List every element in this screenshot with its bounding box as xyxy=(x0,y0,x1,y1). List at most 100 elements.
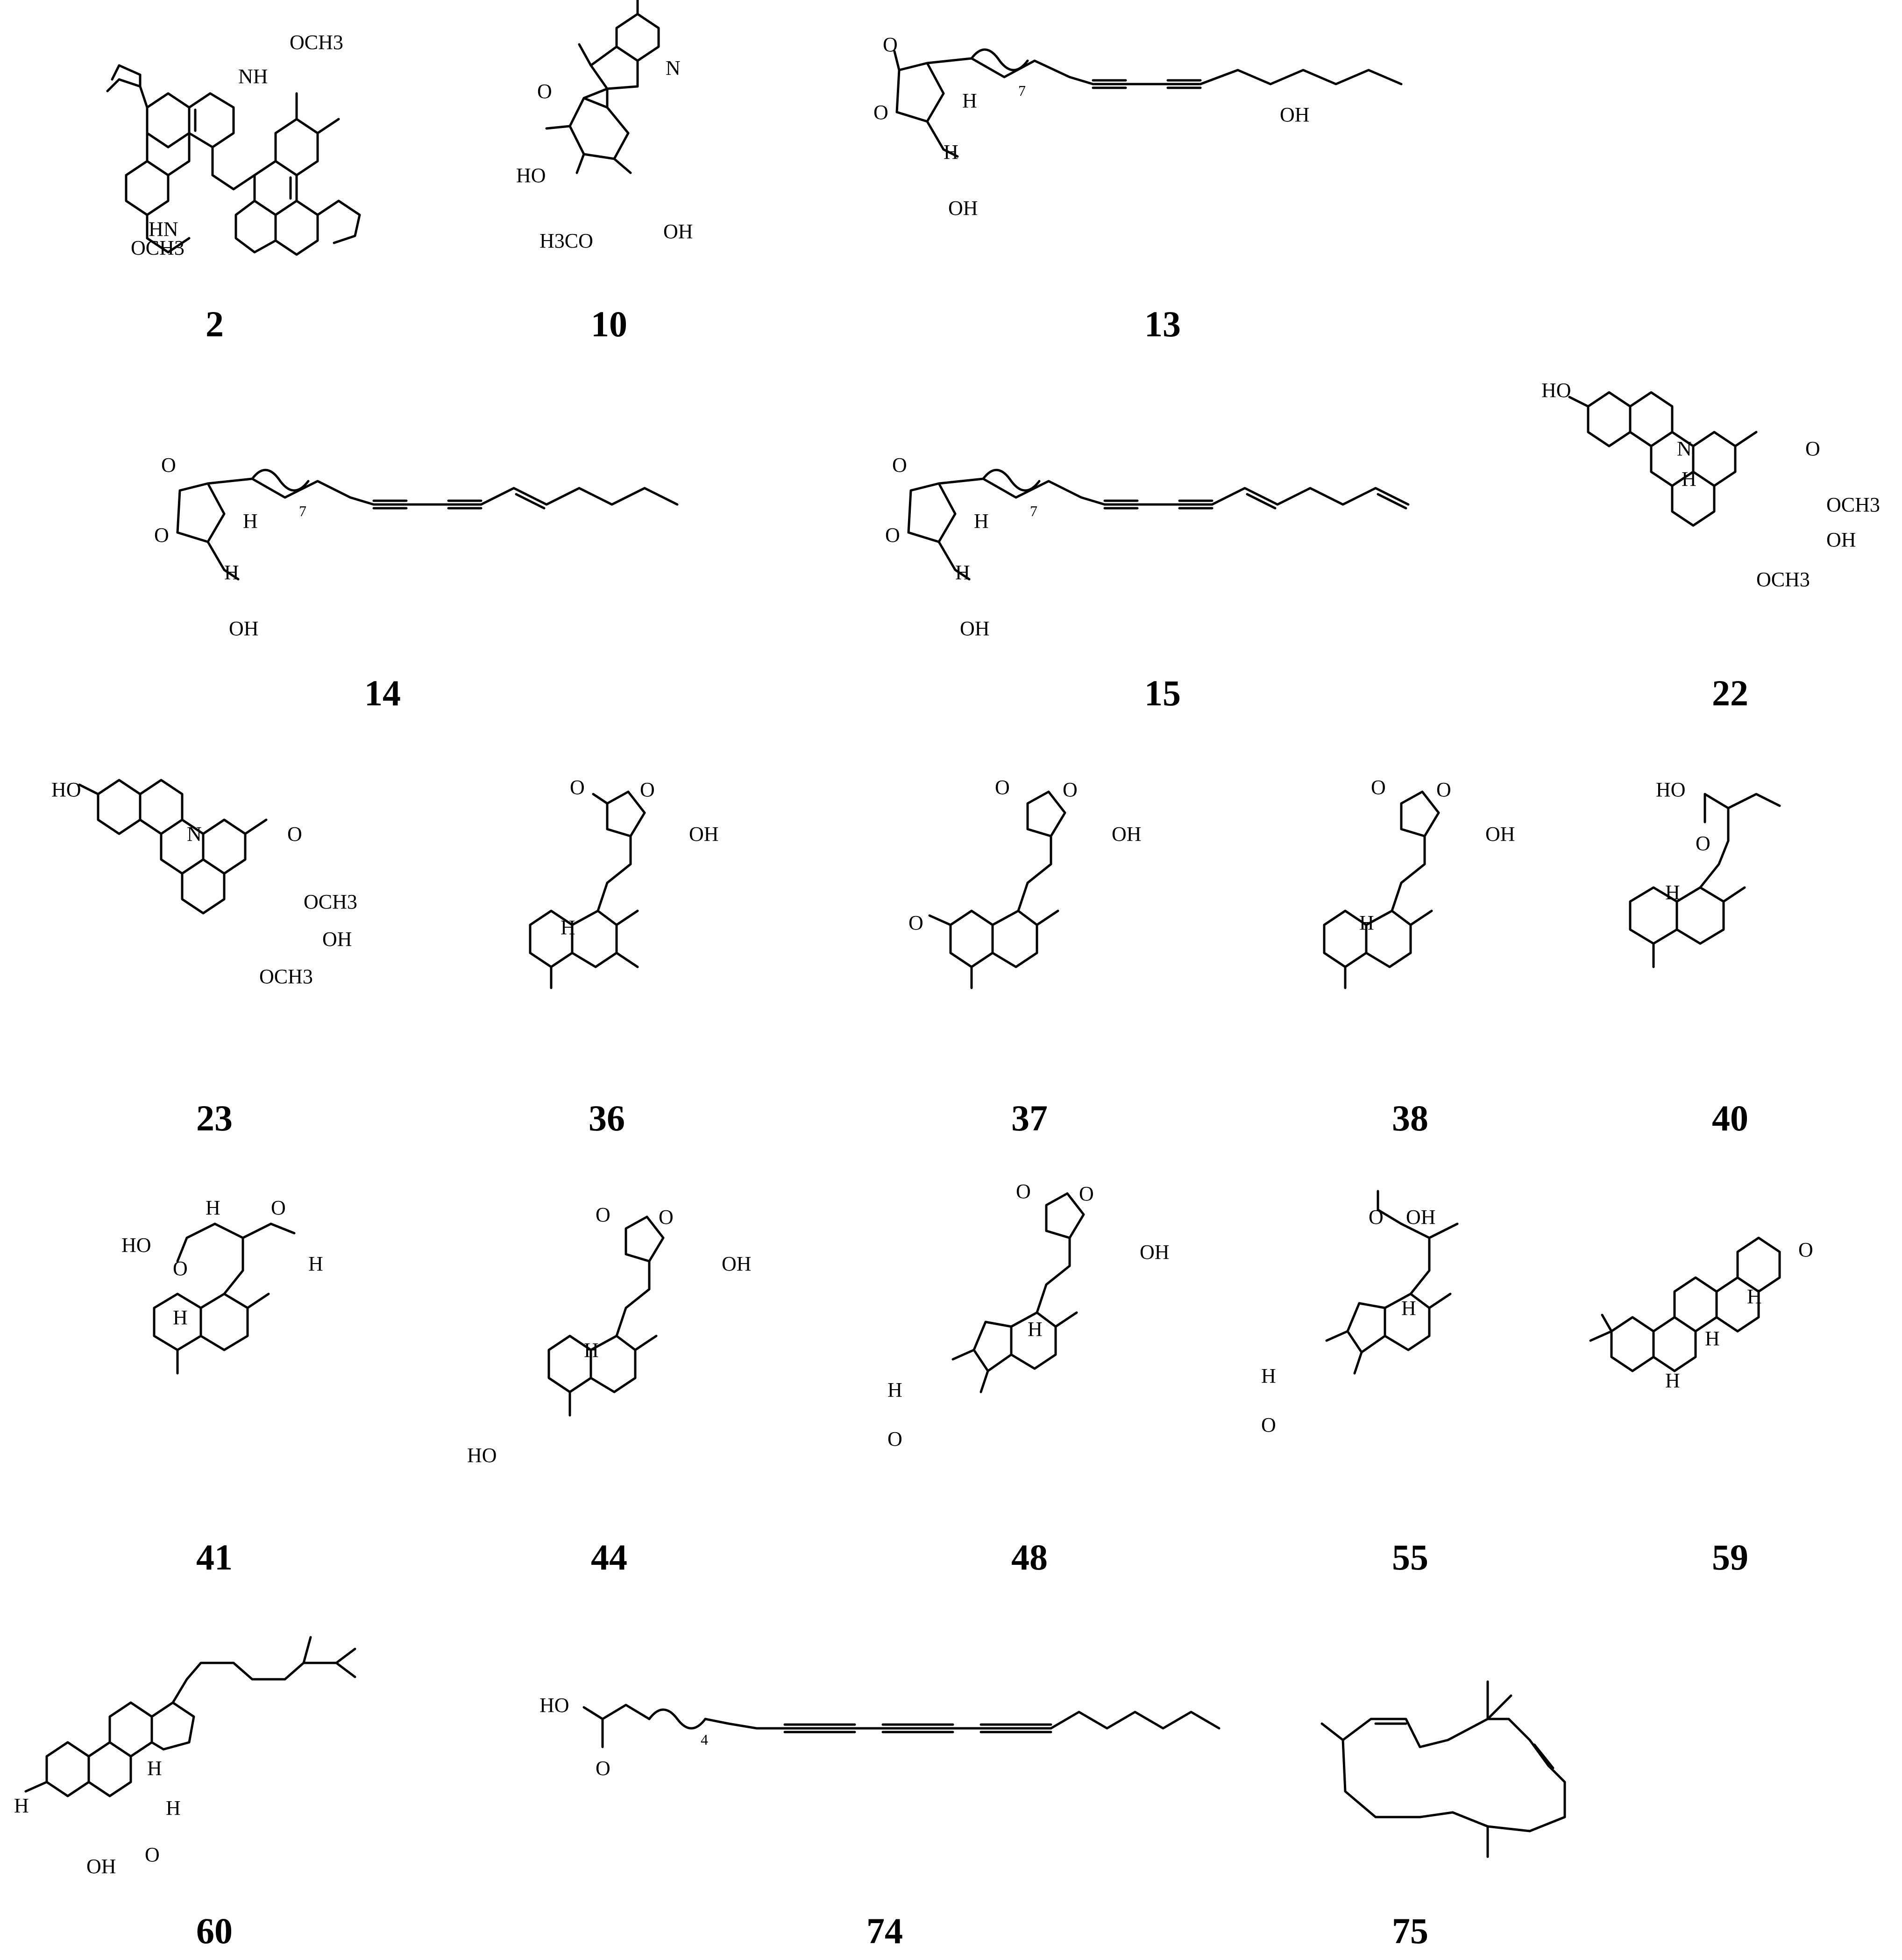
compound-55-atom-label: H xyxy=(1261,1364,1276,1387)
compound-2-atom-label: NH xyxy=(238,65,268,88)
compound-37-atom-label: O xyxy=(1063,778,1078,801)
compound-14-atom-label: H xyxy=(243,510,258,533)
compound-37-atom-label: O xyxy=(908,911,923,934)
compound-14-atom-label: O xyxy=(154,524,169,547)
compound-23-atom-label: OCH3 xyxy=(259,965,313,988)
compound-2-atom-label: OCH3 xyxy=(290,31,343,54)
compound-2-atom-label: HN xyxy=(149,218,178,241)
compound-10-atom-label: HO xyxy=(516,164,546,187)
compound-37-structure: O O OH O 37 xyxy=(908,776,1142,1138)
compound-44-atom-label: O xyxy=(596,1203,610,1226)
compound-2-atom-label: OCH3 xyxy=(131,236,185,259)
compound-14-atom-label: O xyxy=(161,454,176,476)
compound-22-atom-label: OH xyxy=(1826,528,1856,551)
compound-60-structure: H H H O OH 60 xyxy=(14,1636,356,1951)
compound-44-atom-label: HO xyxy=(467,1444,497,1467)
compound-74-number: 74 xyxy=(866,1910,903,1951)
compound-44-structure: O O OH H HO 44 xyxy=(467,1203,752,1577)
compound-41-atom-label: H xyxy=(206,1196,220,1219)
compound-15-repeat-count: 7 xyxy=(1030,503,1037,519)
compound-36-structure: O O OH H 36 xyxy=(529,776,719,1138)
compound-36-atom-label: O xyxy=(570,776,585,799)
compound-15-atom-label: OH xyxy=(960,617,990,640)
compound-38-atom-label: O xyxy=(1436,778,1451,801)
compound-22-atom-label: H xyxy=(1682,468,1696,490)
compound-60-atom-label: O xyxy=(145,1843,160,1866)
compound-10-atom-label: O xyxy=(537,80,552,103)
compound-22-atom-label: OCH3 xyxy=(1756,568,1810,591)
compound-22-atom-label: HO xyxy=(1541,379,1571,402)
compound-59-atom-label: H xyxy=(1705,1327,1720,1350)
compound-60-atom-label: H xyxy=(147,1757,162,1780)
compound-10-atom-label: OH xyxy=(663,220,693,243)
compound-41-atom-label: O xyxy=(271,1196,286,1219)
compound-59-structure: O H H H 59 xyxy=(1589,1236,1813,1577)
compound-10-number: 10 xyxy=(591,304,627,344)
compound-37-number: 37 xyxy=(1011,1098,1048,1138)
compound-15-structure: O O H H OH 7 15 xyxy=(885,454,1410,713)
compound-60-atom-label: H xyxy=(14,1794,29,1817)
compound-40-structure: HO O H 40 xyxy=(1629,778,1781,1138)
compound-13-number: 13 xyxy=(1144,304,1181,344)
compound-37-atom-label: O xyxy=(995,776,1010,799)
compound-36-atom-label: H xyxy=(561,916,575,939)
compound-74-atom-label: O xyxy=(596,1757,610,1780)
compound-36-atom-label: OH xyxy=(689,823,719,845)
compound-41-number: 41 xyxy=(196,1537,233,1577)
compound-10-atom-label: N xyxy=(666,57,681,79)
compound-55-structure: O OH H H O 55 xyxy=(1261,1190,1459,1577)
compound-23-structure: HO N O OCH3 OH OCH3 23 xyxy=(51,778,357,1138)
compound-23-atom-label: N xyxy=(187,823,202,845)
compound-13-atom-label: O xyxy=(883,33,898,56)
compound-22-structure: HO N O H OCH3 OH OCH3 22 xyxy=(1541,379,1880,713)
compound-23-number: 23 xyxy=(196,1098,233,1138)
compound-36-number: 36 xyxy=(589,1098,625,1138)
compound-22-atom-label: N xyxy=(1677,437,1692,460)
compound-36-atom-label: O xyxy=(640,778,655,801)
compound-10-atom-label: H3CO xyxy=(539,229,593,252)
compound-55-atom-label: H xyxy=(1401,1297,1416,1320)
compound-15-atom-label: O xyxy=(885,524,900,547)
compound-14-atom-label: H xyxy=(224,561,239,584)
compound-13-atom-label: H xyxy=(962,89,977,112)
compound-59-atom-label: H xyxy=(1665,1369,1680,1392)
compound-15-atom-label: H xyxy=(955,561,970,584)
compound-59-number: 59 xyxy=(1712,1537,1748,1577)
compound-60-atom-label: H xyxy=(166,1797,181,1819)
compound-41-structure: H O HO H O H 41 xyxy=(121,1196,323,1577)
compound-22-atom-label: OCH3 xyxy=(1826,493,1880,516)
compound-40-atom-label: H xyxy=(1665,881,1680,904)
compound-55-number: 55 xyxy=(1392,1537,1428,1577)
compound-48-atom-label: H xyxy=(1028,1318,1043,1341)
compound-38-structure: O O OH H 38 xyxy=(1323,776,1515,1138)
compound-10-structure: O N HO OH H3CO 10 xyxy=(516,0,693,344)
compound-23-atom-label: HO xyxy=(51,778,81,801)
compound-48-atom-label: OH xyxy=(1140,1241,1170,1264)
compound-2-structure: OCH3 NH HN OCH3 2 xyxy=(106,31,361,344)
compound-74-structure: HO O 4 74 xyxy=(539,1694,1221,1951)
compound-15-atom-label: O xyxy=(892,454,907,476)
compound-55-atom-label: O xyxy=(1261,1413,1276,1436)
compound-75-structure: 75 xyxy=(1320,1680,1566,1951)
compound-40-atom-label: HO xyxy=(1656,778,1686,801)
compound-14-structure: O O H H OH 7 14 xyxy=(154,454,679,713)
compound-48-atom-label: O xyxy=(887,1427,902,1450)
compound-48-atom-label: H xyxy=(887,1378,902,1401)
compound-13-structure: O O H H OH OH 7 13 xyxy=(873,33,1403,344)
compound-14-number: 14 xyxy=(364,673,401,713)
compound-15-number: 15 xyxy=(1144,673,1181,713)
compound-48-atom-label: O xyxy=(1079,1182,1094,1205)
compound-55-atom-label: O xyxy=(1369,1206,1384,1229)
compound-41-atom-label: O xyxy=(173,1257,188,1280)
compound-40-number: 40 xyxy=(1712,1098,1748,1138)
compound-13-atom-label: OH xyxy=(1280,103,1310,126)
compound-38-atom-label: H xyxy=(1359,911,1374,934)
compound-44-number: 44 xyxy=(591,1537,627,1577)
compound-13-atom-label: O xyxy=(873,101,888,124)
compound-41-atom-label: HO xyxy=(121,1234,151,1257)
compound-23-atom-label: OCH3 xyxy=(304,890,357,913)
compound-15-atom-label: H xyxy=(974,510,989,533)
compound-59-atom-label: H xyxy=(1747,1285,1762,1308)
compound-23-atom-label: O xyxy=(287,823,302,845)
